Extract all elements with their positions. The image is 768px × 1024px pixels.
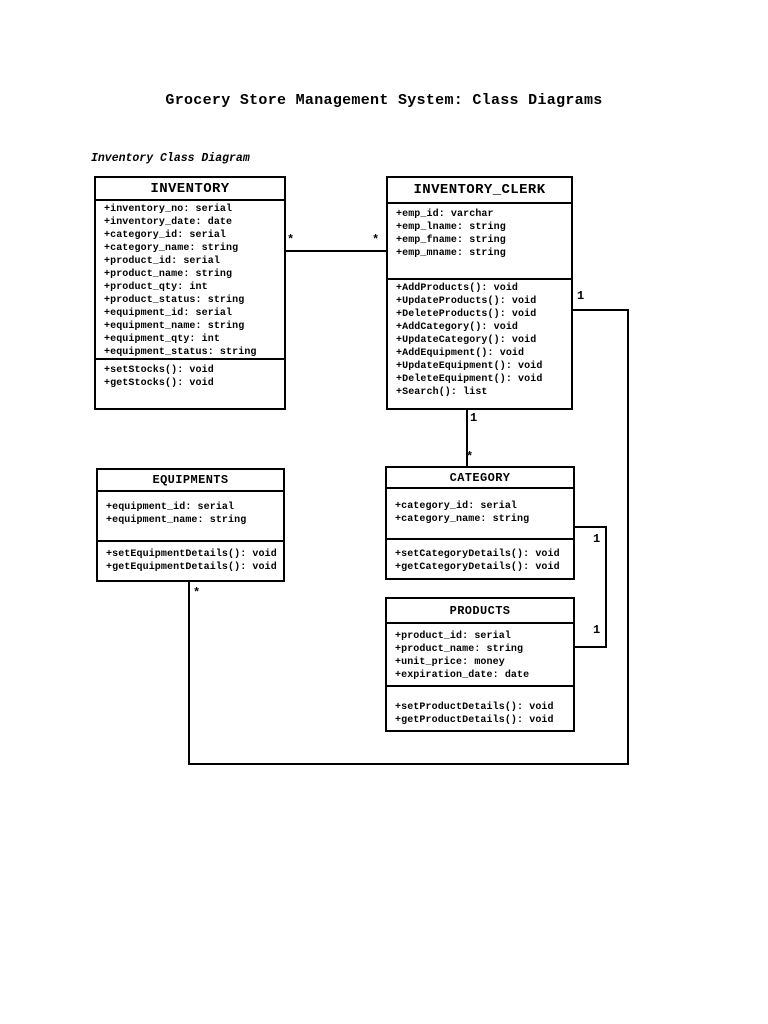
class-attributes: +product_id: serial +product_name: string… bbox=[387, 624, 573, 687]
class-member: +AddEquipment(): void bbox=[396, 348, 525, 359]
class-member: +product_id: serial bbox=[395, 631, 511, 642]
class-member: +equipment_name: string bbox=[104, 321, 245, 332]
class-member: +getProductDetails(): void bbox=[395, 715, 554, 726]
class-methods: +setEquipmentDetails(): void +getEquipmen… bbox=[98, 542, 283, 580]
class-member: +emp_mname: string bbox=[396, 248, 506, 259]
class-member: +UpdateEquipment(): void bbox=[396, 361, 543, 372]
diagram-caption: Inventory Class Diagram bbox=[91, 152, 250, 165]
relationship-line-category-products bbox=[575, 646, 607, 648]
class-member: +emp_lname: string bbox=[396, 222, 506, 233]
class-methods: +AddProducts(): void +UpdateProducts(): v… bbox=[388, 280, 571, 408]
class-attributes: +category_id: serial +category_name: stri… bbox=[387, 489, 573, 540]
page-title: Grocery Store Management System: Class D… bbox=[165, 92, 603, 109]
class-member: +setStocks(): void bbox=[104, 365, 214, 376]
class-attributes: +equipment_id: serial +equipment_name: st… bbox=[98, 492, 283, 542]
class-box-inventory-clerk: INVENTORY_CLERK +emp_id: varchar +emp_lna… bbox=[386, 176, 573, 410]
relationship-line-clerk-equipments bbox=[188, 763, 629, 765]
class-member: +category_id: serial bbox=[395, 501, 518, 512]
relationship-line-clerk-equipments bbox=[573, 309, 629, 311]
class-methods: +setProductDetails(): void +getProductDet… bbox=[387, 687, 573, 730]
class-attributes: +emp_id: varchar +emp_lname: string +emp_f… bbox=[388, 204, 571, 280]
class-box-category: CATEGORY +category_id: serial +category_n… bbox=[385, 466, 575, 580]
class-member: +setProductDetails(): void bbox=[395, 702, 554, 713]
class-box-equipments: EQUIPMENTS +equipment_id: serial+equipme… bbox=[96, 468, 285, 582]
class-member: +Search(): list bbox=[396, 387, 488, 398]
class-member: +category_name: string bbox=[104, 243, 239, 254]
multiplicity-label: 1 bbox=[593, 623, 601, 637]
class-box-inventory: INVENTORY +inventory_no: serial+inventor… bbox=[94, 176, 286, 410]
class-member: +unit_price: money bbox=[395, 657, 505, 668]
class-name: INVENTORY_CLERK bbox=[388, 178, 571, 204]
relationship-line-category-products bbox=[605, 526, 607, 648]
class-member: +inventory_no: serial bbox=[104, 204, 233, 215]
multiplicity-label: 1 bbox=[470, 411, 478, 425]
class-attributes: +inventory_no: serial +inventory_date: da… bbox=[96, 201, 284, 360]
class-member: +category_name: string bbox=[395, 514, 530, 525]
class-member: +category_id: serial bbox=[104, 230, 227, 241]
relationship-line-clerk-equipments bbox=[627, 309, 629, 765]
class-methods: +setStocks(): void +getStocks(): void bbox=[96, 360, 284, 408]
multiplicity-label: * bbox=[372, 233, 380, 247]
class-member: +AddProducts(): void bbox=[396, 283, 519, 294]
class-member: +expiration_date: date bbox=[395, 670, 530, 681]
class-name: PRODUCTS bbox=[387, 599, 573, 624]
class-member: +equipment_name: string bbox=[106, 515, 247, 526]
class-member: +equipment_id: serial bbox=[104, 308, 233, 319]
class-member: +product_name: string bbox=[395, 644, 524, 655]
class-member: +DeleteProducts(): void bbox=[396, 309, 537, 320]
class-name: INVENTORY bbox=[96, 178, 284, 201]
class-member: +product_id: serial bbox=[104, 256, 220, 267]
multiplicity-label: * bbox=[193, 586, 201, 600]
class-member: +inventory_date: date bbox=[104, 217, 233, 228]
class-name: CATEGORY bbox=[387, 468, 573, 489]
class-member: +emp_id: varchar bbox=[396, 209, 494, 220]
class-member: +setCategoryDetails(): void bbox=[395, 549, 560, 560]
multiplicity-label: * bbox=[466, 450, 474, 464]
class-member: +getEquipmentDetails(): void bbox=[106, 562, 277, 573]
relationship-line-clerk-equipments bbox=[188, 582, 190, 765]
class-member: +setEquipmentDetails(): void bbox=[106, 549, 277, 560]
relationship-line-clerk-category bbox=[466, 410, 468, 468]
class-member: +product_status: string bbox=[104, 295, 245, 306]
multiplicity-label: * bbox=[287, 233, 295, 247]
relationship-line-category-products bbox=[575, 526, 607, 528]
class-member: +equipment_id: serial bbox=[106, 502, 235, 513]
class-name: EQUIPMENTS bbox=[98, 470, 283, 492]
relationship-line-inventory-clerk bbox=[286, 250, 386, 252]
multiplicity-label: 1 bbox=[577, 289, 585, 303]
class-member: +equipment_status: string bbox=[104, 347, 257, 358]
class-box-products: PRODUCTS +product_id: serial +product_nam… bbox=[385, 597, 575, 732]
class-methods: +setCategoryDetails(): void +getCategoryD… bbox=[387, 540, 573, 578]
class-member: +UpdateCategory(): void bbox=[396, 335, 537, 346]
class-member: +equipment_qty: int bbox=[104, 334, 220, 345]
class-member: +AddCategory(): void bbox=[396, 322, 519, 333]
class-member: +getStocks(): void bbox=[104, 378, 214, 389]
class-member: +product_qty: int bbox=[104, 282, 208, 293]
multiplicity-label: 1 bbox=[593, 532, 601, 546]
class-member: +DeleteEquipment(): void bbox=[396, 374, 543, 385]
class-member: +UpdateProducts(): void bbox=[396, 296, 537, 307]
class-member: +emp_fname: string bbox=[396, 235, 506, 246]
class-member: +getCategoryDetails(): void bbox=[395, 562, 560, 573]
class-member: +product_name: string bbox=[104, 269, 233, 280]
